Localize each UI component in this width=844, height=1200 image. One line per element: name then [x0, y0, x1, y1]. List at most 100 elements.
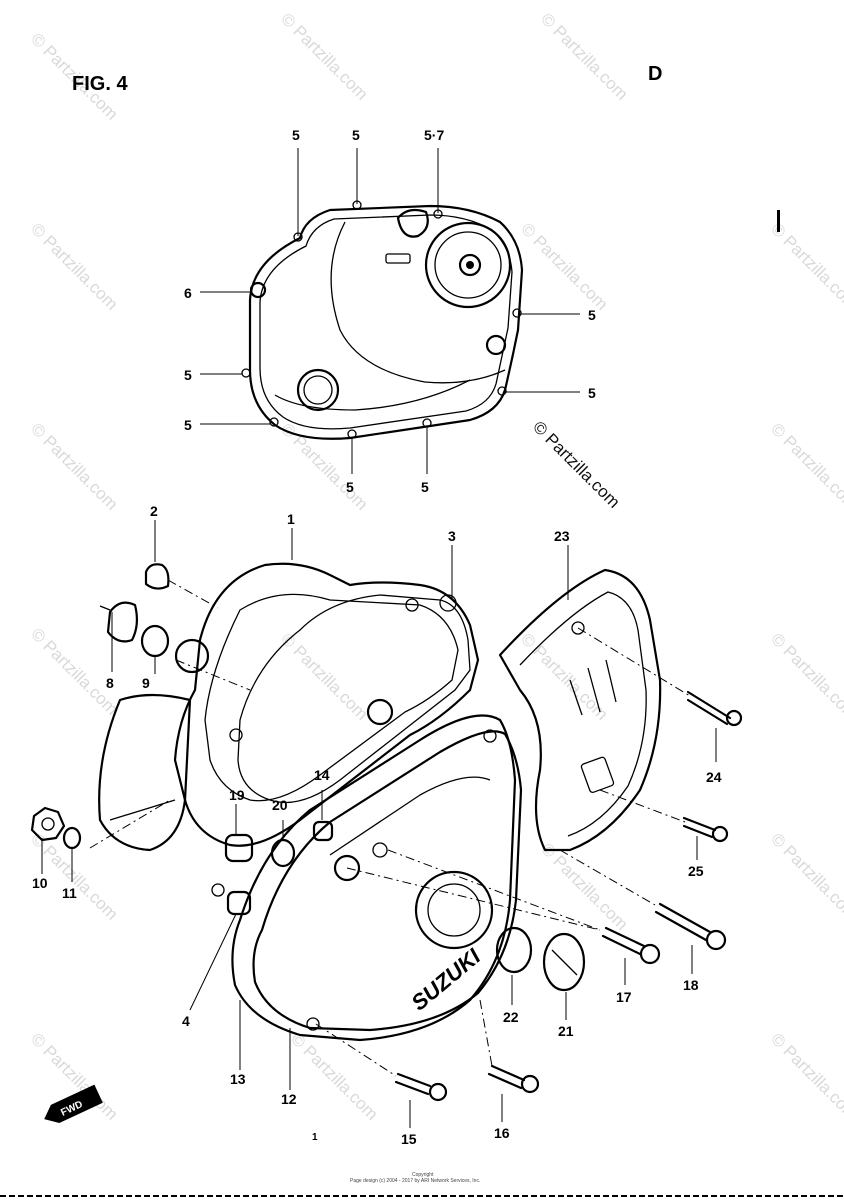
watermark: © Partzilla.com — [537, 9, 631, 103]
assembly-lines — [89, 579, 691, 1077]
callout-13: 13 — [230, 1071, 246, 1087]
callout-20: 20 — [272, 797, 288, 813]
callout-23: 23 — [554, 528, 570, 544]
part-21-cap — [542, 932, 586, 992]
bolt-lug — [485, 334, 507, 356]
cover-bolt-hole — [483, 729, 497, 743]
watermark: © Partzilla.com — [517, 219, 611, 313]
part-9-oring — [140, 624, 170, 658]
dowel-hole — [439, 594, 457, 612]
dowel-hole — [229, 728, 243, 742]
bolt-lug — [249, 281, 267, 299]
part-10-plug — [30, 806, 66, 842]
callout-19: 19 — [229, 787, 245, 803]
bolt-24 — [686, 690, 743, 727]
watermark: © Partzilla.com — [27, 219, 121, 313]
vent-slots — [569, 659, 617, 716]
callout-17: 17 — [616, 989, 632, 1005]
figure-title: FIG. 4 — [72, 73, 128, 95]
part-14-dowel — [312, 820, 334, 842]
callout-8: 8 — [106, 675, 114, 691]
callout-12: 12 — [281, 1091, 297, 1107]
small-parts — [30, 563, 743, 1102]
corner-mark: D — [648, 63, 662, 85]
part-4-plug — [226, 890, 252, 916]
watermark: © Partzilla.com — [27, 624, 121, 718]
inspection-cap-hub — [458, 253, 482, 277]
watermark: © Partzilla.com — [537, 839, 631, 933]
callout-1: 1 — [287, 511, 295, 527]
watermark: © Partzilla.com — [277, 9, 371, 103]
part-2-cap — [144, 563, 170, 590]
cover-label-plate — [580, 756, 615, 794]
cover-mount-hole — [571, 621, 585, 635]
watermark: © Partzilla.com — [767, 219, 844, 313]
bolt-15 — [394, 1072, 448, 1102]
magneto-boss — [414, 870, 494, 950]
dome-housing — [98, 693, 192, 852]
suzuki-logo: SUZUKI — [406, 943, 485, 1015]
oil-window — [396, 208, 429, 238]
sprocket-cover-23 — [498, 568, 662, 852]
cover-inner-arc — [330, 221, 506, 384]
callout-18: 18 — [683, 977, 699, 993]
inspection-cap-center — [466, 261, 474, 269]
clutch-cover-gasket-group — [241, 200, 524, 440]
cover-bolt-boss — [333, 854, 361, 882]
cover-inner-outline — [259, 214, 513, 430]
magneto-cover-group: SUZUKI — [231, 714, 523, 1042]
callout-5: 5 — [184, 367, 192, 383]
footer-line: Page design (c) 2004 - 2017 by ARI Netwo… — [350, 1178, 480, 1184]
watermark: © Partzilla.com — [767, 419, 844, 513]
part-22-oring — [495, 926, 533, 974]
watermark: © Partzilla.com — [287, 1029, 381, 1123]
bolt-hole — [241, 368, 251, 378]
callout-5: 5 — [588, 307, 596, 323]
callout-16: 16 — [494, 1125, 510, 1141]
cover-outline — [248, 204, 524, 440]
sprocket-cover-group — [498, 568, 662, 852]
part-11-washer — [62, 826, 82, 850]
bolt-17 — [601, 926, 661, 965]
cover-plug-hole — [296, 368, 340, 412]
part-19-plug — [224, 833, 254, 863]
callout-14: 14 — [314, 767, 330, 783]
bolt-hole — [497, 386, 507, 396]
watermark: © Partzilla.com — [767, 829, 844, 923]
part-8-plug — [106, 601, 139, 643]
watermark-prominent: © Partzilla.com — [529, 417, 623, 511]
callout-11: 11 — [62, 885, 77, 901]
footer-copyright: Copyright — [412, 1172, 434, 1178]
callout-9: 9 — [142, 675, 150, 691]
magneto-cover-12 — [252, 730, 523, 1032]
sprocket-cover-inner — [519, 591, 647, 837]
bolt-hole — [269, 417, 279, 427]
callout-6: 6 — [184, 285, 192, 301]
callout-24: 24 — [706, 769, 722, 785]
bolt-25 — [682, 816, 729, 843]
page-mark: 1 — [312, 1132, 318, 1143]
cover-plug-hole-inner — [303, 375, 333, 405]
dowel-hole — [211, 883, 225, 897]
bolt-18 — [654, 902, 727, 951]
dowel-hole — [405, 598, 419, 612]
upper-leader-lines — [200, 148, 580, 474]
clutch-inspection-cap — [424, 221, 512, 309]
generator-cover-1 — [173, 562, 480, 847]
generator-cover-inner — [204, 593, 459, 802]
watermark: © Partzilla.com — [27, 419, 121, 513]
callout-22: 22 — [503, 1009, 519, 1025]
callout-2: 2 — [150, 503, 158, 519]
fwd-arrow: FWD — [44, 1084, 103, 1124]
edge-mark — [777, 210, 780, 232]
cover-lower-arc — [274, 379, 471, 411]
callout-5: 5 — [588, 385, 596, 401]
part-20-oring — [270, 838, 296, 868]
callout-4: 4 — [182, 1013, 190, 1029]
callout-21: 21 — [558, 1023, 574, 1039]
callout-25: 25 — [688, 863, 704, 879]
cover-slot — [385, 253, 411, 264]
callout-labels: 5 5 5·7 6 5 5 5 5 5 5 1 2 3 23 8 9 24 19… — [32, 127, 722, 1147]
callout-5: 5 — [184, 417, 192, 433]
